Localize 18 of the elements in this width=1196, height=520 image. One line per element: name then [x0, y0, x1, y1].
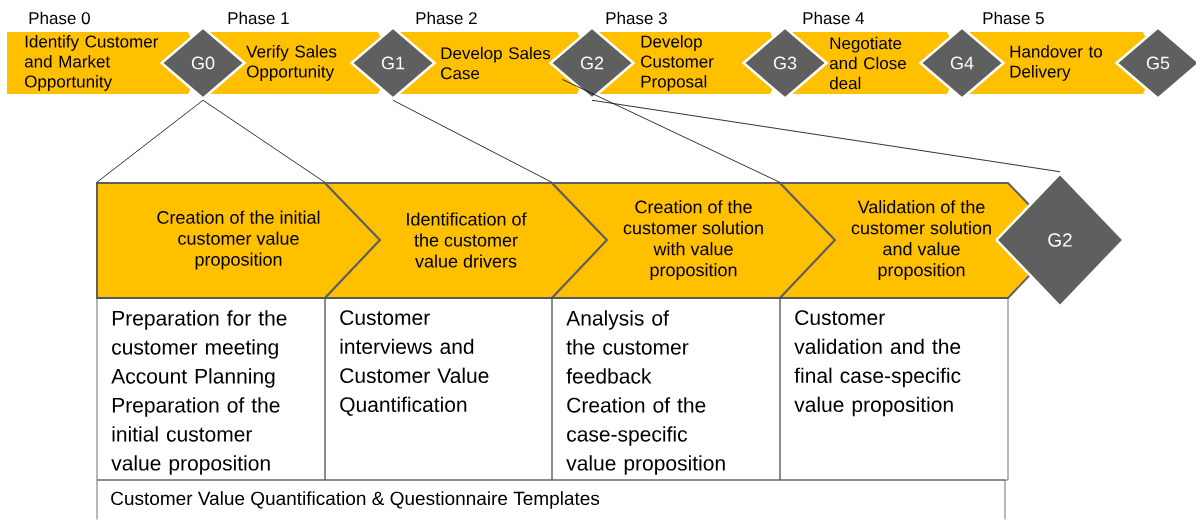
connector-line: [202, 99, 326, 183]
connector-line: [562, 79, 781, 183]
process-step: Identification of the customer value drivers: [322, 182, 609, 299]
description-cell: Analysis of the customer feedback Creation of the case-specific value proposition: [551, 297, 781, 481]
template-box: Customer Value Quantification & Questionnaire Templates: [96, 479, 1006, 520]
connector-line: [591, 99, 1061, 173]
phase-label: Phase 5: [983, 11, 1044, 25]
process-step: Creation of the customer solution with value proposition: [549, 182, 837, 299]
phase-label: Phase 0: [29, 11, 90, 25]
phase-label: Phase 3: [606, 11, 667, 25]
phase-label: Phase 1: [228, 11, 289, 25]
phase-label: Phase 4: [803, 11, 865, 25]
connector-line: [392, 99, 553, 183]
phase-label: Phase 2: [416, 11, 477, 25]
description-cell: Customer interviews and Customer Value Quantification: [324, 297, 553, 481]
connector-line: [96, 99, 204, 183]
description-cell: Preparation for the customer meeting Account Planning Preparation of the initial customer value proposition: [96, 297, 326, 481]
description-cell: Customer validation and the final case-specific value proposition: [779, 297, 1009, 481]
